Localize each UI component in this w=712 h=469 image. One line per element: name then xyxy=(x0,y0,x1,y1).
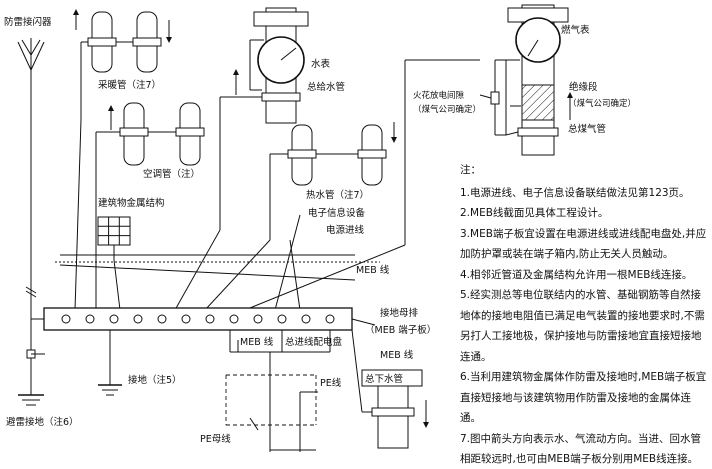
label-power-inlet: 电源进线 xyxy=(326,224,365,236)
label-spark-gap: 火花放电间隙 xyxy=(413,90,465,101)
note-item: 6.当利用建筑物金属体作防雷及接地时,MEB端子板宜直接短接地与该建筑物用作防雷… xyxy=(460,371,707,424)
label-lightning-ground: 避雷接地（注6） xyxy=(6,416,79,428)
note-item: 3.MEB端子板宜设置在电源进线或进线配电盘处,并应加防护罩或装在端子箱内,防止… xyxy=(460,227,707,261)
notes-block: 注： 1.电源进线、电子信息设备联结做法见第123页。 2.MEB线截面见具体工… xyxy=(460,160,710,469)
label-meb-line-2: MEB 线 xyxy=(240,336,274,348)
ground-electrode xyxy=(98,330,122,396)
label-gas-meter: 燃气表 xyxy=(561,24,590,36)
label-main-gas-pipe: 总煤气管 xyxy=(568,123,606,135)
notes-heading: 注： xyxy=(460,164,481,176)
ac-pipes xyxy=(95,102,205,220)
water-meter xyxy=(219,7,309,230)
label-insulating-section: 绝缘段 xyxy=(569,81,598,93)
label-ground-note5: 接地（注5） xyxy=(128,374,182,386)
distribution-box xyxy=(225,330,331,452)
note-item: 5.经实测总等电位联结内的水管、基础钢筋等自然接地体的接地电阻值已满足电气装置的… xyxy=(460,289,705,363)
note-item: 2.MEB线截面见具体工程设计。 xyxy=(460,207,609,219)
gas-meter xyxy=(404,4,573,245)
label-gas-company-2: （煤气公司确定） xyxy=(413,104,481,115)
building-metal-structure xyxy=(97,216,131,260)
label-heating-pipe: 采暖管（注7） xyxy=(98,79,161,91)
lightning-arrester xyxy=(17,38,45,406)
label-gas-company-1: （煤气公司确定） xyxy=(568,98,636,109)
label-pe-line: PE线 xyxy=(320,377,342,389)
meb-conductors xyxy=(55,119,406,311)
main-drain-pipe xyxy=(351,329,429,449)
label-ground-busbar: 接地母排 xyxy=(380,307,419,319)
meb-terminal-board xyxy=(31,307,376,331)
label-meb-terminal-board: （MEB 端子板） xyxy=(365,324,436,336)
label-hot-water-pipe: 热水管（注7） xyxy=(306,189,369,201)
note-item: 7.图中箭头方向表示水、气流动方向。当进、回水管相距较远时,也可由MEB端子板分… xyxy=(460,432,702,466)
note-item: 1.电源进线、电子信息设备联结做法见第123页。 xyxy=(460,186,690,199)
label-meb-line: MEB 线 xyxy=(356,264,390,276)
label-main-water-pipe: 总给水管 xyxy=(307,81,345,93)
label-main-distribution-box: 总进线配电盘 xyxy=(285,336,343,348)
label-building-metal: 建筑物金属结构 xyxy=(98,197,165,209)
heating-pipes xyxy=(73,9,172,120)
note-item: 4.相邻近管道及金属结构允许用一根MEB线连接。 xyxy=(460,268,693,281)
label-meb-line-3: MEB 线 xyxy=(380,349,414,361)
label-water-meter: 水表 xyxy=(311,58,331,70)
label-lightning-arrester: 防雷接闪器 xyxy=(4,16,52,28)
label-electronic-info: 电子信息设备 xyxy=(308,207,366,219)
label-pe-busbar: PE母线 xyxy=(200,433,231,445)
label-main-drain-pipe: 总下水管 xyxy=(365,373,403,385)
label-ac-pipe: 空调管（注） xyxy=(143,168,200,180)
hot-water-pipes xyxy=(269,122,397,240)
